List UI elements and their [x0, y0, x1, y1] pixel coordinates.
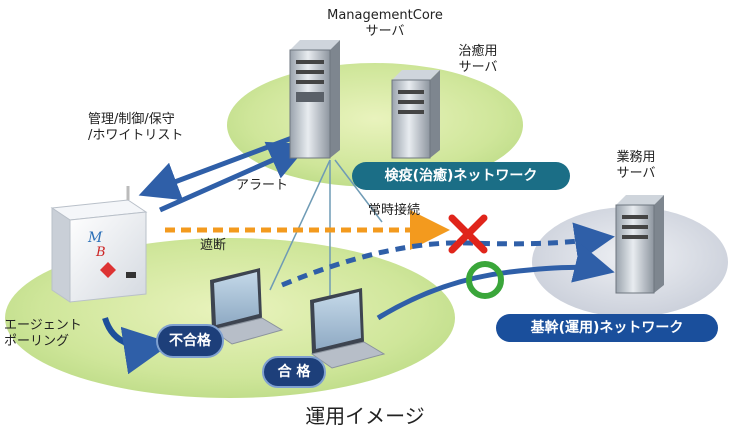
business-server-line2: サーバ: [616, 166, 656, 181]
alert-arrow: [158, 141, 310, 213]
link-line: [269, 159, 331, 291]
laptop-fail-icon: [210, 268, 284, 345]
business-server-label: 業務用 サーバ: [606, 150, 666, 182]
blocked-cross-icon: [448, 214, 488, 254]
core-network-pill: 基幹(運用)ネットワーク: [496, 314, 718, 342]
agent-polling-arrow: [102, 317, 172, 375]
always-connected-label: 常時接続: [368, 203, 421, 218]
svg-text:M: M: [87, 230, 103, 246]
fail-badge: 不合格: [156, 324, 224, 358]
blocked-path: [281, 222, 615, 288]
management-core-server-icon: [289, 40, 340, 159]
link-line: [334, 159, 383, 223]
management-core-label: ManagementCore サーバ: [310, 8, 460, 40]
laptop-pass-icon: [310, 288, 386, 369]
block-label: 遮断: [200, 238, 227, 253]
treatment-server-line2: サーバ: [458, 60, 498, 75]
diagram-caption: 運用イメージ: [305, 404, 425, 428]
pass-badge: 合 格: [262, 356, 326, 388]
treatment-server-label: 治癒用 サーバ: [448, 44, 508, 76]
treatment-server-icon: [391, 70, 440, 159]
management-box-device-icon: M B: [50, 186, 148, 303]
admin-label-line1: 管理/制御/保守: [88, 112, 175, 127]
treatment-server-line1: 治癒用: [458, 44, 498, 59]
business-server-icon: [615, 195, 664, 294]
business-server-line1: 業務用: [616, 150, 656, 165]
alert-label: アラート: [236, 178, 289, 193]
quarantine-network-pill: 検疫(治癒)ネットワーク: [352, 162, 570, 190]
admin-label: 管理/制御/保守 /ホワイトリスト: [88, 112, 183, 144]
management-core-name: ManagementCore: [327, 8, 443, 23]
agent-polling-label: エージェント ポーリング: [4, 318, 82, 350]
management-core-server-word: サーバ: [365, 24, 405, 39]
admin-label-line2: /ホワイトリスト: [88, 128, 184, 143]
agent-polling-line1: エージェント: [4, 318, 82, 333]
allowed-circle-icon: [466, 261, 504, 299]
svg-text:B: B: [95, 245, 106, 260]
allowed-path: [376, 243, 615, 321]
agent-polling-line2: ポーリング: [4, 334, 70, 349]
